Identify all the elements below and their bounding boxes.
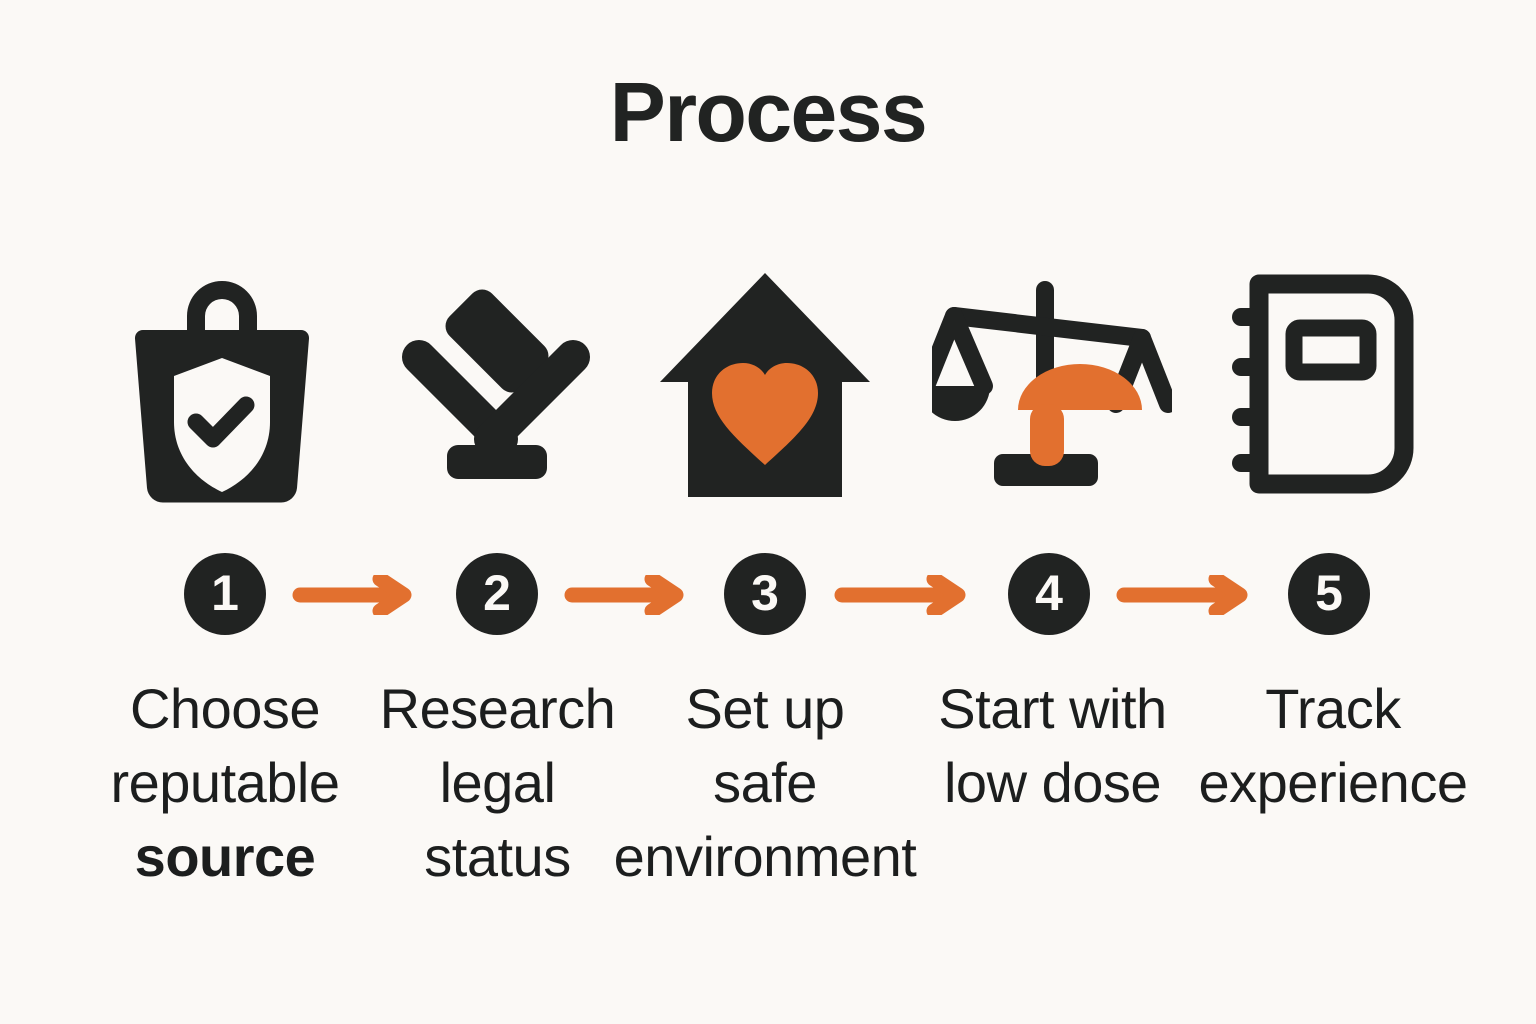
step-badge-4[interactable]: 4 bbox=[1008, 553, 1090, 635]
step-label-2-line-3: status bbox=[424, 825, 571, 888]
shopping-bag-shield-check-icon bbox=[129, 266, 315, 504]
step-label-5-line-1: Track bbox=[1265, 677, 1401, 740]
arrow-2-to-3 bbox=[564, 575, 686, 615]
step-label-3-line-3: environment bbox=[613, 825, 917, 888]
house-heart-icon bbox=[656, 269, 874, 501]
step-label-2-line-1: Research bbox=[379, 677, 616, 740]
arrow-3-to-4 bbox=[834, 575, 968, 615]
step-label-3-line-1: Set up bbox=[685, 677, 845, 740]
icon-cell-3 bbox=[645, 262, 885, 507]
step-label-1-line-1: Choose bbox=[129, 677, 321, 740]
arrow-4-to-5 bbox=[1116, 575, 1250, 615]
page-title: Process bbox=[609, 65, 928, 159]
step-label-1-line-3: source bbox=[134, 825, 316, 888]
step-badge-5[interactable]: 5 bbox=[1288, 553, 1370, 635]
icon-cell-4 bbox=[932, 262, 1172, 507]
icon-cell-5 bbox=[1205, 262, 1445, 507]
step-label-2-line-2: legal bbox=[439, 751, 556, 814]
step-label-5-line-2: experience bbox=[1198, 751, 1468, 814]
label-row: Choose reputable source Research legal s… bbox=[0, 672, 1536, 922]
notebook-journal-icon bbox=[1232, 274, 1418, 496]
gavel-icon bbox=[391, 285, 601, 485]
step-label-1: Choose reputable source bbox=[95, 672, 355, 894]
icon-row bbox=[0, 262, 1536, 507]
icon-cell-1 bbox=[102, 262, 342, 507]
step-label-5: Track experience bbox=[1178, 672, 1488, 820]
step-label-4: Start with low dose bbox=[915, 672, 1190, 820]
icon-cell-2 bbox=[376, 262, 616, 507]
step-badge-1[interactable]: 1 bbox=[184, 553, 266, 635]
arrow-1-to-2 bbox=[292, 575, 414, 615]
step-badge-2[interactable]: 2 bbox=[456, 553, 538, 635]
step-label-3: Set up safe environment bbox=[610, 672, 920, 894]
step-badge-3[interactable]: 3 bbox=[724, 553, 806, 635]
balance-scale-mushroom-icon bbox=[932, 276, 1172, 494]
step-label-2: Research legal status bbox=[365, 672, 630, 894]
step-label-4-line-2: low dose bbox=[943, 751, 1162, 814]
step-label-3-line-2: safe bbox=[713, 751, 817, 814]
step-label-4-line-1: Start with bbox=[938, 677, 1167, 740]
step-number-row: 1 2 3 4 5 bbox=[0, 553, 1536, 637]
step-label-1-line-2: reputable bbox=[110, 751, 340, 814]
